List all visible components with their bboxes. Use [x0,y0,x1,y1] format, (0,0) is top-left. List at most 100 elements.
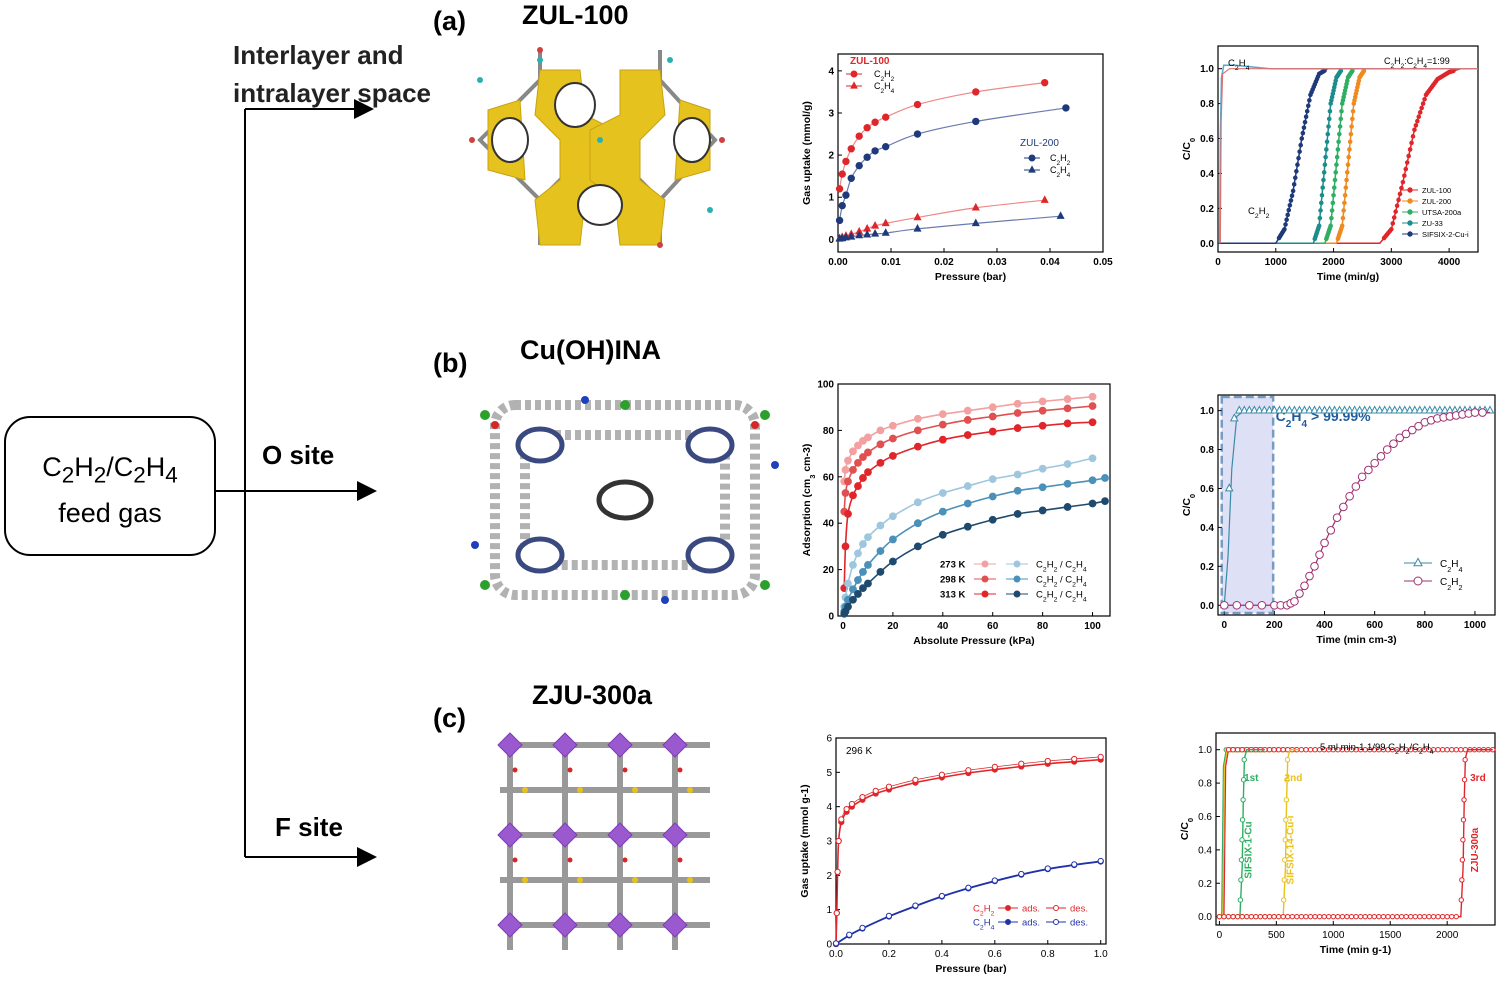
data-point [913,212,922,221]
data-point [1305,103,1311,109]
feed-label: feed gas [58,498,162,529]
data-point [871,229,880,237]
data-point [1407,147,1413,152]
data-point [859,540,867,548]
data-point [912,902,919,909]
data-point [1225,913,1232,920]
data-point [1326,124,1331,129]
data-point [1337,131,1342,137]
legend-marker [1407,231,1413,237]
data-point [1302,119,1308,125]
data-point [913,498,922,507]
y-tick-label: 0.0 [1200,239,1214,250]
data-point [1344,177,1349,183]
data-point [1063,404,1072,413]
data-point [1071,861,1078,868]
data-point [1013,486,1022,495]
data-point [863,153,871,161]
data-point [888,434,897,443]
data-point [963,431,972,439]
data-point [1319,192,1325,198]
data-point [1280,913,1286,920]
x-tick-label: 0 [1217,930,1223,941]
y-tick-label: 0.4 [1198,845,1212,856]
y-tick-label: 80 [823,426,835,437]
x-tick-label: 2000 [1436,930,1459,941]
y-tick-label: 4 [826,802,832,813]
data-point [859,474,867,482]
data-point [1044,865,1051,872]
data-point [1230,913,1236,920]
data-point [1333,170,1339,175]
data-point [1063,419,1072,428]
data-point [1318,208,1323,213]
data-point [1239,837,1245,843]
run-label: 2nd [1285,773,1303,784]
c2h2-point [1326,526,1336,535]
data-point [1292,175,1298,181]
x-tick-label: 0.6 [988,949,1002,960]
legend-gas: C2H2 [973,904,995,918]
data-point [871,221,880,229]
legend-label: C2H2 [1050,153,1071,167]
data-point [1063,395,1072,403]
c2h4-point [1250,405,1259,414]
data-point [1239,913,1245,920]
data-point [888,535,897,544]
legend-label: SIFSIX-2-Cu-i [1422,230,1469,239]
data-point [1257,913,1264,920]
data-point [1380,913,1387,920]
data-point [1350,116,1355,122]
x-tick-label: 1000 [1322,930,1345,941]
data-point [1038,397,1047,406]
c2h2-point [1295,589,1304,598]
data-point [1253,913,1259,920]
data-point [1300,130,1306,136]
y-axis-label: Adsorption (cm3 cm-3) [801,444,817,557]
data-point [1038,421,1047,430]
data-point [864,561,872,569]
panel-tag-b: (b) [433,348,468,378]
series-label: SIFSIX-1-Cu [1243,821,1254,878]
data-point [855,132,863,140]
c2h4-point [1300,405,1309,414]
data-point [1347,147,1352,152]
data-point [1056,211,1065,219]
data-point [1284,777,1290,783]
data-point [1013,399,1022,408]
y-tick-label: 0 [828,612,834,623]
data-point [859,453,867,461]
x-tick-label: 20 [887,621,899,632]
run-label: 1st [1244,773,1259,784]
y-tick-label: 0 [828,235,834,246]
feed-gas-box: C2H2/C2H4 feed gas [4,416,216,556]
c2h4-point [1239,746,1245,753]
x-axis-label: Pressure (bar) [935,271,1006,283]
data-point [971,202,980,211]
data-point [888,421,897,430]
data-point [1062,104,1070,112]
data-point [859,924,866,931]
c2h2-point [1305,571,1314,581]
data-point [1336,139,1341,145]
data-point [913,414,922,423]
material-title-b: Cu(OH)INA [520,335,661,365]
data-point [844,602,852,611]
data-point [1275,913,1282,920]
data-point [1063,503,1072,511]
data-point [1294,168,1299,174]
x-tick-label: 0.03 [987,257,1007,268]
data-point [1238,877,1244,883]
data-point [1283,797,1290,803]
legend-marker [1407,220,1413,226]
c2h4-point [1285,405,1294,414]
data-point [1338,68,1344,74]
y-axis-label: Gas uptake (mmol g-1) [799,784,811,897]
legend-marker [1028,165,1036,173]
data-point [838,201,846,210]
data-point [1400,179,1406,185]
data-point [1347,139,1353,145]
data-point [854,458,862,467]
data-point [849,561,857,569]
data-point [1101,474,1109,482]
